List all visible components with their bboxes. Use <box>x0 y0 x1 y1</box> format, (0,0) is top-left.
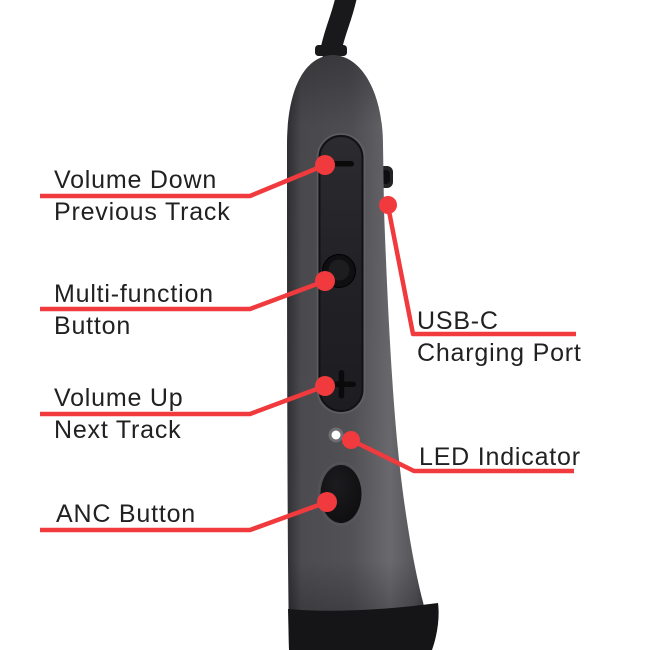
leader-led <box>350 437 574 474</box>
anc-button-rim <box>317 462 365 526</box>
multi-function-button-center <box>328 259 350 281</box>
label-volume-down: Volume Down Previous Track <box>54 164 231 228</box>
leader-usb-c <box>385 205 576 337</box>
label-usb-c-line2: Charging Port <box>417 339 582 367</box>
label-anc-line1: ANC Button <box>56 500 197 528</box>
label-volume-up-line2: Next Track <box>54 416 182 444</box>
dot-volume-up <box>315 376 335 396</box>
label-usb-c: USB-C Charging Port <box>417 305 582 369</box>
label-multi-function: Multi-function Button <box>54 278 214 342</box>
leader-anc <box>40 499 328 533</box>
label-led: LED Indicator <box>419 441 581 473</box>
plus-icon-vertical <box>338 370 345 399</box>
dot-led <box>342 431 360 449</box>
label-led-line1: LED Indicator <box>419 443 581 471</box>
label-volume-down-line2: Previous Track <box>54 198 231 226</box>
dot-volume-down <box>315 155 335 175</box>
cable <box>320 0 357 61</box>
dot-multi-function <box>315 271 335 291</box>
label-volume-down-line1: Volume Down <box>54 166 218 194</box>
leader-volume-down <box>40 162 326 199</box>
label-volume-up-line1: Volume Up <box>54 384 184 412</box>
label-anc: ANC Button <box>56 498 196 530</box>
label-usb-c-line1: USB-C <box>417 307 499 335</box>
label-volume-up: Volume Up Next Track <box>54 382 184 446</box>
dot-usb-c <box>379 196 397 214</box>
label-multi-function-line2: Button <box>54 312 132 340</box>
led-indicator-dot <box>331 430 341 440</box>
neckband-bottom <box>288 603 439 650</box>
control-panel-rim <box>316 133 366 414</box>
leader-volume-up <box>40 383 326 417</box>
dot-anc <box>317 492 337 512</box>
strain-relief-collar <box>315 45 347 56</box>
leader-multi-function <box>40 278 326 312</box>
label-multi-function-line1: Multi-function <box>54 280 214 308</box>
